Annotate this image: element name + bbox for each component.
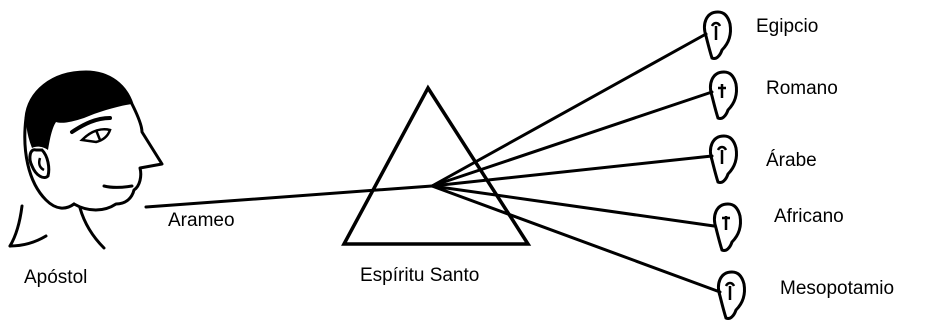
prism-label: Espíritu Santo <box>360 265 479 286</box>
ray-mesopotamio <box>430 184 722 294</box>
listener-label-africano: Africano <box>774 206 844 227</box>
speech-ray <box>144 184 434 209</box>
prism-triangle <box>341 84 532 246</box>
speaker-label: Apóstol <box>24 267 87 288</box>
ray-egipcio <box>430 32 708 188</box>
ear-icon <box>709 134 738 184</box>
ear-icon <box>703 10 732 60</box>
apostle-head-icon <box>8 70 164 250</box>
listener-label-egipcio: Egipcio <box>756 16 818 37</box>
listener-label-arabe: Árabe <box>766 150 817 171</box>
ray-arabe <box>430 154 714 188</box>
listener-label-mesopotamio: Mesopotamio <box>780 278 894 299</box>
listener-label-romano: Romano <box>766 78 838 99</box>
ray-romano <box>430 90 714 188</box>
dispersed-rays <box>430 32 722 294</box>
ray-africano <box>430 184 716 228</box>
ear-icon <box>713 202 742 252</box>
spoken-language-label: Arameo <box>168 210 235 231</box>
ear-icon <box>709 70 738 120</box>
ear-icon <box>717 270 746 320</box>
